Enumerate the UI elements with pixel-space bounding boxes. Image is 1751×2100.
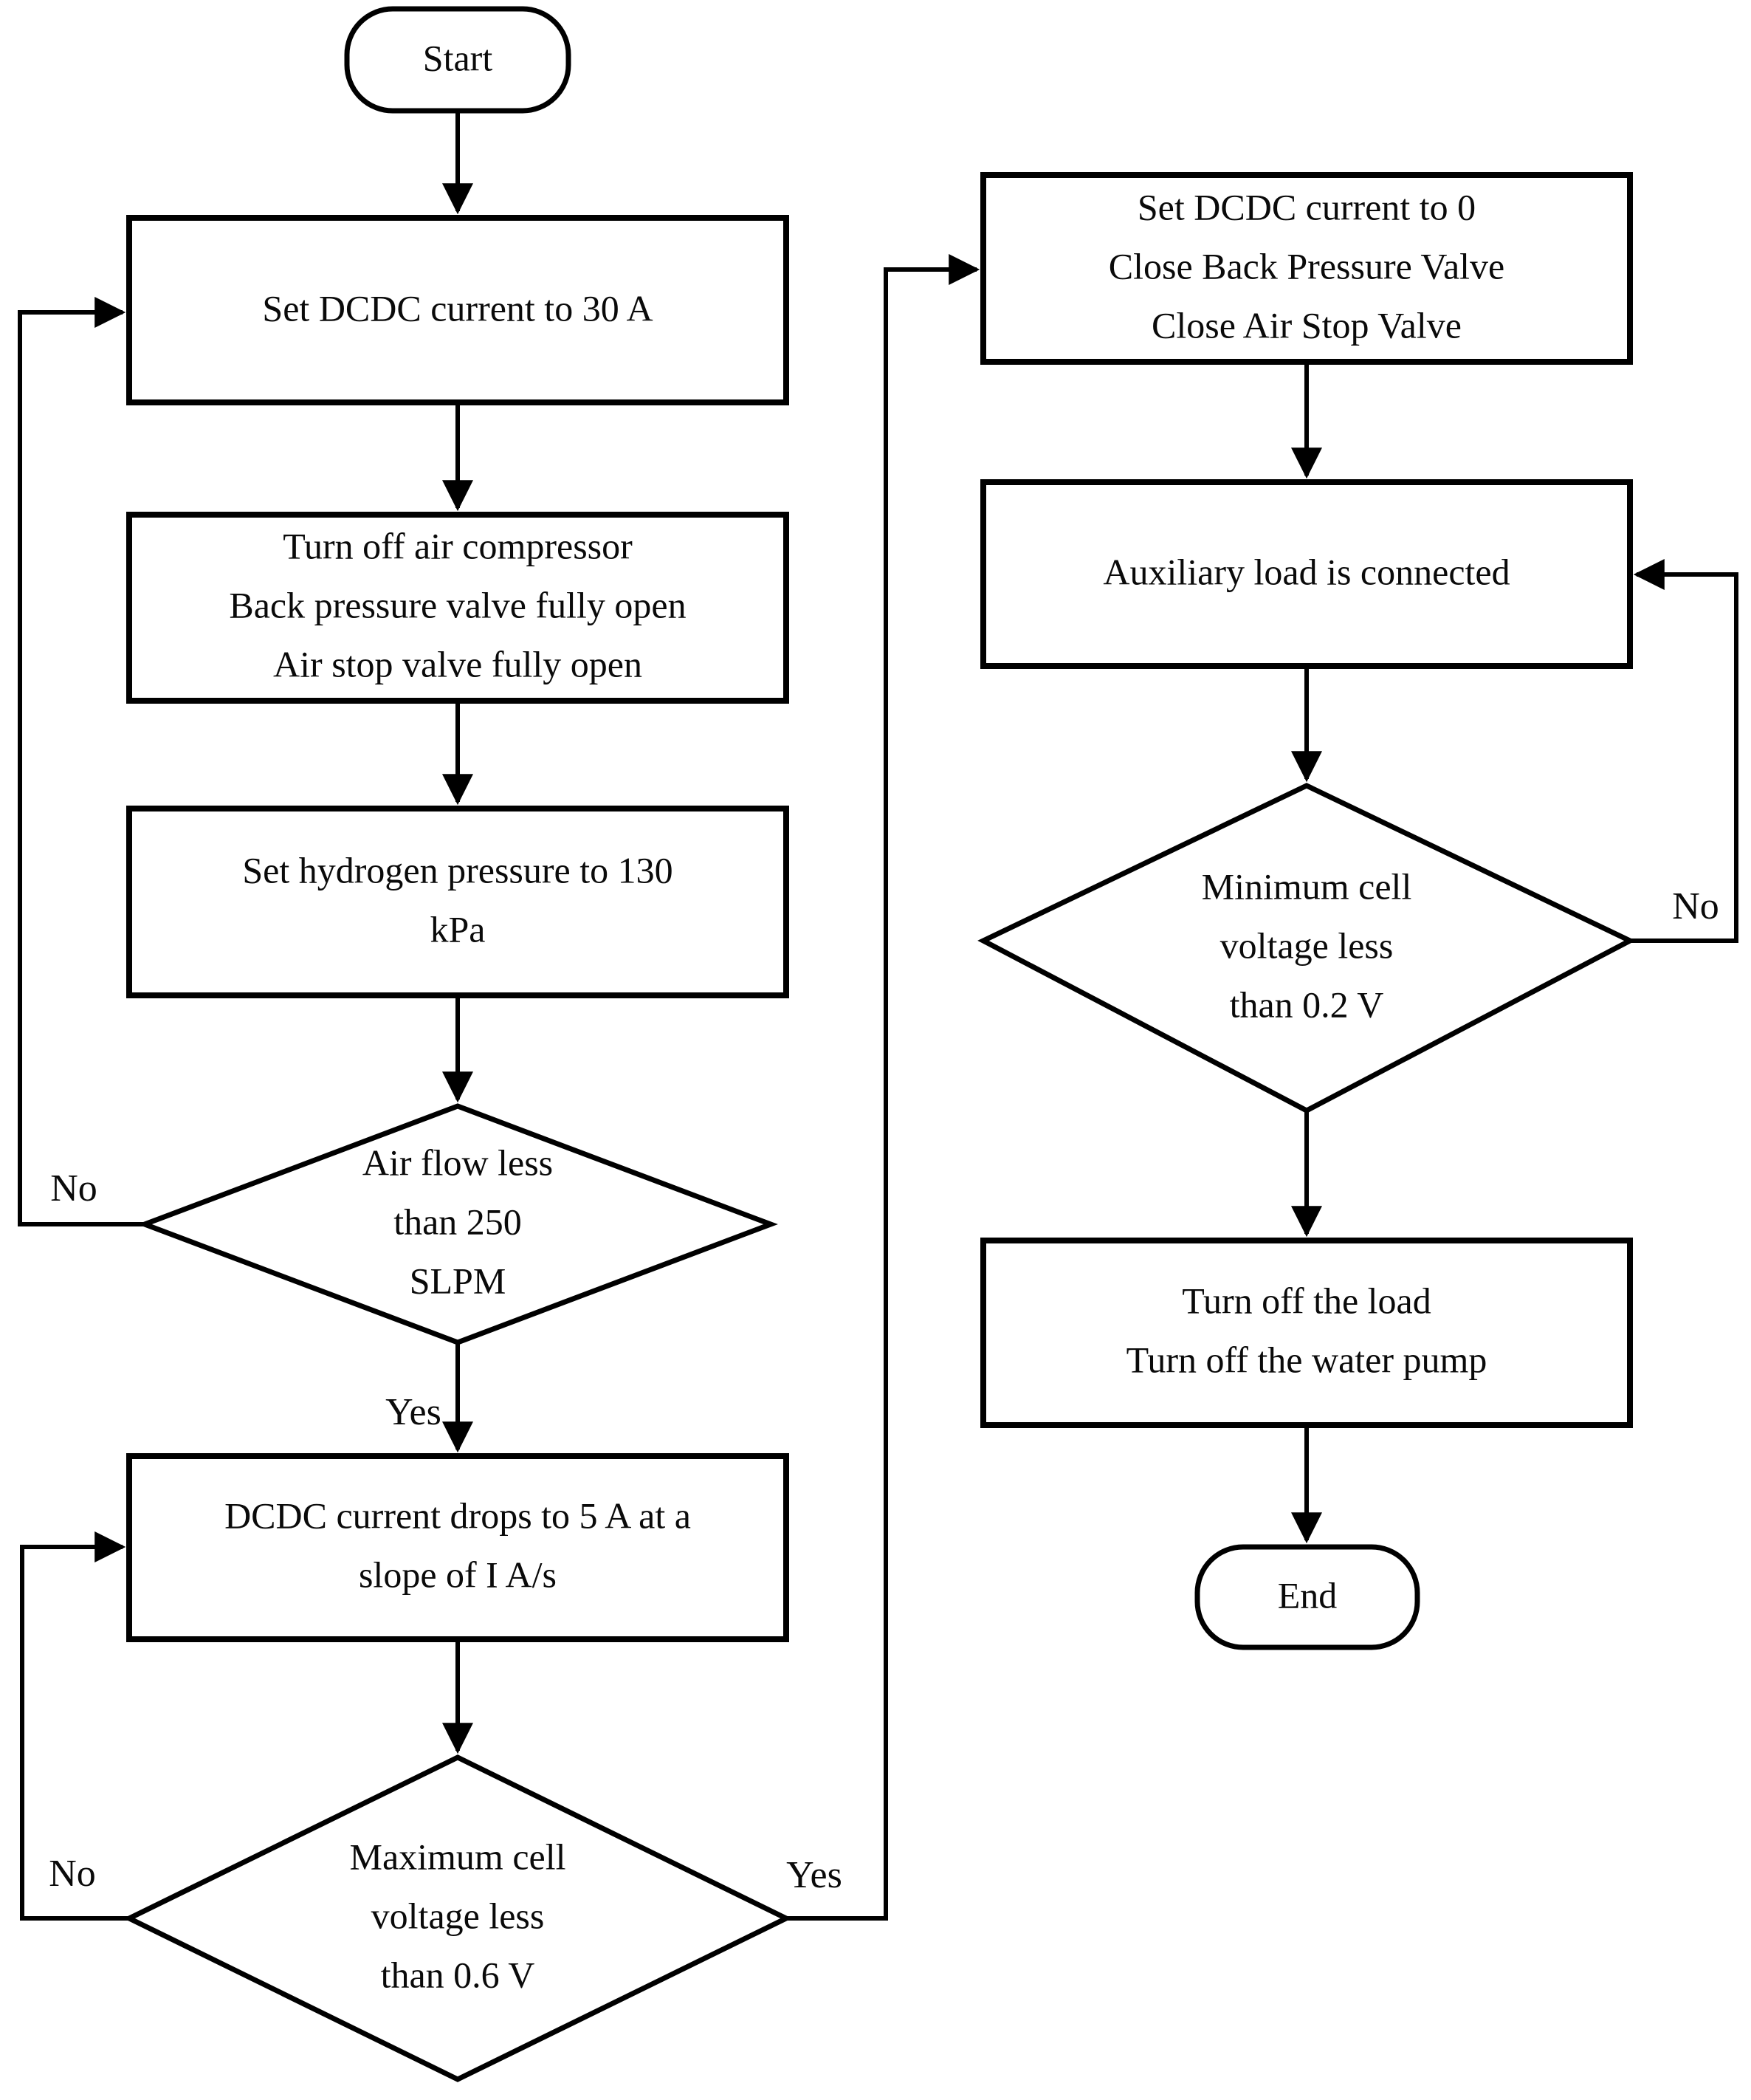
set-h2-line-1: Set hydrogen pressure to 130	[242, 849, 672, 891]
max-cell-line-1: Maximum cell	[350, 1836, 566, 1877]
end-label: End	[1278, 1574, 1338, 1616]
process-turn-off-air-compressor: Turn off air compressor Back pressure va…	[126, 512, 789, 704]
air-flow-line-1: Air flow less	[362, 1142, 553, 1183]
process-auxiliary-load-connected: Auxiliary load is connected	[980, 479, 1633, 669]
set-h2-line-2: kPa	[430, 908, 486, 950]
max-cell-line-3: than 0.6 V	[381, 1954, 535, 1995]
min-cell-line-1: Minimum cell	[1202, 865, 1412, 907]
max-cell-no-label: No	[49, 1853, 96, 1895]
set-dcdc-0-line-1: Set DCDC current to 0	[1138, 186, 1476, 227]
air-flow-line-3: SLPM	[410, 1260, 506, 1301]
process-set-dcdc-current-0: Set DCDC current to 0 Close Back Pressur…	[980, 172, 1633, 365]
arrow-max-cell-yes-to-set-dcdc-0	[786, 254, 980, 1921]
terminator-end: End	[1194, 1544, 1420, 1650]
aux-load-label: Auxiliary load is connected	[1103, 551, 1510, 592]
max-cell-yes-label: Yes	[786, 1854, 842, 1896]
turn-off-air-line-2: Back pressure valve fully open	[229, 584, 686, 625]
terminator-start: Start	[344, 6, 571, 114]
air-flow-diamond-shape	[137, 1103, 778, 1345]
dcdc-drops-line-2: slope of I A/s	[359, 1554, 557, 1595]
turn-off-air-line-1: Turn off air compressor	[283, 525, 633, 566]
max-cell-line-2: voltage less	[371, 1895, 545, 1936]
turn-off-load-line-1: Turn off the load	[1182, 1280, 1431, 1321]
process-dcdc-current-drops: DCDC current drops to 5 A at a slope of …	[126, 1453, 789, 1642]
start-oval-shape	[344, 6, 571, 114]
set-dcdc-30-label: Set DCDC current to 30 A	[262, 287, 653, 329]
arrow-min-cell-no-loop-to-aux-load	[1630, 559, 1738, 943]
max-cell-diamond-shape	[123, 1754, 792, 2082]
edge-labels: No Yes No Yes No	[49, 885, 1719, 1896]
aux-load-box-shape	[980, 479, 1633, 669]
set-dcdc-0-line-3: Close Air Stop Valve	[1152, 304, 1462, 346]
dcdc-drops-box-shape	[126, 1453, 789, 1642]
end-oval-shape	[1194, 1544, 1420, 1650]
turn-off-air-line-3: Air stop valve fully open	[273, 643, 642, 684]
process-set-hydrogen-pressure: Set hydrogen pressure to 130 kPa	[126, 806, 789, 998]
turn-off-load-box-shape	[980, 1238, 1633, 1428]
set-dcdc-0-line-2: Close Back Pressure Valve	[1109, 245, 1504, 286]
decision-air-flow: Air flow less than 250 SLPM	[137, 1103, 778, 1345]
set-h2-box-shape	[126, 806, 789, 998]
air-flow-yes-label: Yes	[385, 1391, 441, 1433]
arrow-max-cell-no-loop-to-dcdc-drops	[20, 1531, 129, 1921]
decision-minimum-cell-voltage: Minimum cell voltage less than 0.2 V	[977, 783, 1636, 1114]
min-cell-no-label: No	[1672, 885, 1719, 927]
dcdc-drops-line-1: DCDC current drops to 5 A at a	[224, 1495, 691, 1536]
air-flow-line-2: than 250	[393, 1201, 522, 1242]
turn-off-load-line-2: Turn off the water pump	[1126, 1339, 1487, 1380]
set-dcdc-0-box-shape	[980, 172, 1633, 365]
process-set-dcdc-current-30a: Set DCDC current to 30 A	[126, 215, 789, 405]
decision-maximum-cell-voltage: Maximum cell voltage less than 0.6 V	[123, 1754, 792, 2082]
air-flow-no-label: No	[50, 1167, 97, 1209]
turn-off-air-box-shape	[126, 512, 789, 704]
set-dcdc-30-box-shape	[126, 215, 789, 405]
arrow-air-flow-no-loop-to-set-dcdc-30	[18, 297, 145, 1226]
connectors	[18, 112, 1738, 1921]
process-turn-off-load: Turn off the load Turn off the water pum…	[980, 1238, 1633, 1428]
start-label: Start	[423, 37, 493, 78]
min-cell-line-2: voltage less	[1220, 924, 1394, 966]
min-cell-line-3: than 0.2 V	[1230, 984, 1384, 1025]
min-cell-diamond-shape	[977, 783, 1636, 1114]
